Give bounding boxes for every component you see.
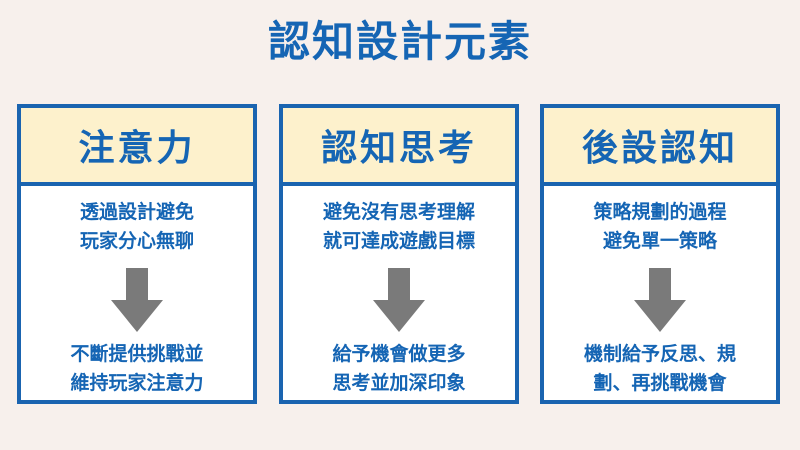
card-attention: 注意力 透過設計避免 玩家分心無聊 不斷提供挑戰並 維持玩家注意力 xyxy=(17,104,257,404)
card-solution-line: 機制給予反思、規 xyxy=(583,343,736,365)
card-problem-line: 避免沒有思考理解 xyxy=(322,201,475,223)
page-title: 認知設計元素 xyxy=(267,17,532,66)
card-problem-text: 透過設計避免 玩家分心無聊 xyxy=(21,198,253,256)
card-problem-line: 透過設計避免 xyxy=(79,201,194,223)
card-problem-line: 策略規劃的過程 xyxy=(593,201,727,223)
card-problem-line: 玩家分心無聊 xyxy=(79,230,194,252)
down-arrow-icon xyxy=(373,268,425,332)
card-solution-line: 不斷提供挑戰並 xyxy=(70,343,204,365)
card-solution-line: 思考並加深印象 xyxy=(332,372,466,394)
down-arrow-icon xyxy=(634,268,686,332)
card-solution-line: 給予機會做更多 xyxy=(332,343,466,365)
card-problem-text: 策略規劃的過程 避免單一策略 xyxy=(544,198,776,256)
card-solution-text: 不斷提供挑戰並 維持玩家注意力 xyxy=(21,340,253,398)
card-heading: 後設認知 xyxy=(544,108,776,186)
card-solution-line: 劃、再挑戰機會 xyxy=(593,372,727,394)
card-solution-text: 機制給予反思、規 劃、再挑戰機會 xyxy=(544,340,776,398)
card-problem-line: 就可達成遊戲目標 xyxy=(322,230,475,252)
card-heading: 注意力 xyxy=(21,108,253,186)
card-problem-text: 避免沒有思考理解 就可達成遊戲目標 xyxy=(283,198,515,256)
card-metacognition: 後設認知 策略規劃的過程 避免單一策略 機制給予反思、規 劃、再挑戰機會 xyxy=(540,104,780,404)
card-heading: 認知思考 xyxy=(283,108,515,186)
down-arrow-icon xyxy=(111,268,163,332)
card-solution-text: 給予機會做更多 思考並加深印象 xyxy=(283,340,515,398)
card-problem-line: 避免單一策略 xyxy=(602,230,717,252)
card-solution-line: 維持玩家注意力 xyxy=(70,372,204,394)
card-cognitive-thinking: 認知思考 避免沒有思考理解 就可達成遊戲目標 給予機會做更多 思考並加深印象 xyxy=(279,104,519,404)
